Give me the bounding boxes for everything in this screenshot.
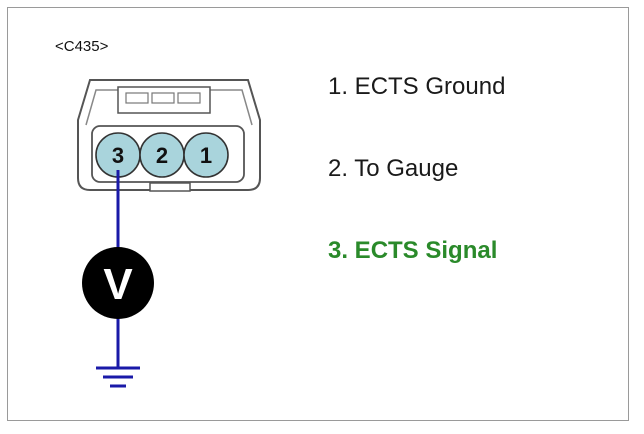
connector-id-label: <C435> [55,38,109,55]
diagram-frame [7,7,629,421]
pin-2-label: 2 [156,143,168,168]
pin-function-2: 2. To Gauge [328,155,459,182]
pin-1: 1 [183,132,229,178]
voltmeter-symbol: V [103,260,133,309]
pin-1-label: 1 [200,143,212,168]
connector-lock-tab [117,86,211,114]
pin-function-list: 1. ECTS Ground 2. To Gauge 3. ECTS Signa… [328,72,505,318]
voltmeter-icon: V [82,247,154,319]
ground-icon [96,366,140,388]
pin-function-1: 1. ECTS Ground [328,73,506,100]
pin-2: 2 [139,132,185,178]
pin-function-3: 3. ECTS Signal [328,237,498,264]
pin-3-label: 3 [112,143,124,168]
